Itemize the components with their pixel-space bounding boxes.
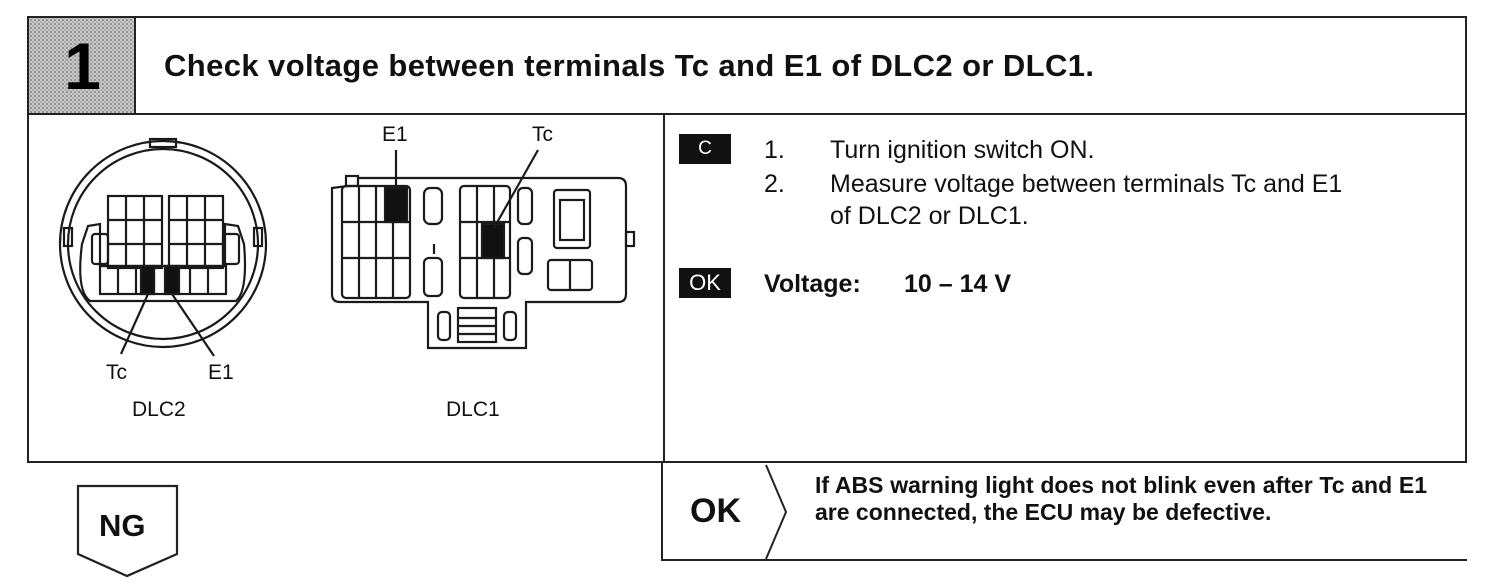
step-1-number: 1. — [764, 136, 785, 164]
step-1-text: Turn ignition switch ON. — [830, 136, 1095, 164]
result-box-bottom-border — [661, 559, 1467, 561]
dlc2-tc-label: Tc — [106, 361, 127, 384]
chevron-divider-icon — [765, 464, 788, 560]
dlc2-e1-label: E1 — [208, 361, 234, 384]
column-divider — [663, 114, 665, 463]
step-2-text-continued: of DLC2 or DLC1. — [830, 202, 1029, 230]
dlc1-name-label: DLC1 — [446, 398, 500, 421]
dlc2-tc-terminal — [139, 264, 156, 296]
dlc1-tc-label: Tc — [532, 123, 553, 146]
ng-arrow-icon — [76, 484, 179, 578]
step-header: 1 Check voltage between terminals Tc and… — [27, 16, 1467, 115]
step-number: 1 — [64, 29, 101, 103]
spec-label: Voltage: — [764, 270, 861, 298]
step-2-number: 2. — [764, 170, 785, 198]
step-2-text: Measure voltage between terminals Tc and… — [830, 170, 1343, 198]
check-badge: C — [679, 134, 731, 164]
result-box-left-border — [661, 463, 663, 561]
dlc1-e1-label: E1 — [382, 123, 408, 146]
ok-result-note: If ABS warning light does not blink even… — [815, 472, 1427, 525]
ok-badge: OK — [679, 268, 731, 298]
step-body — [27, 114, 1467, 463]
dlc1-connector-drawing — [330, 174, 636, 350]
dlc1-e1-terminal — [383, 186, 409, 224]
step-number-box: 1 — [29, 18, 136, 113]
dlc1-tc-terminal — [480, 222, 506, 260]
step-title: Check voltage between terminals Tc and E… — [164, 48, 1095, 83]
dlc2-name-label: DLC2 — [132, 398, 186, 421]
dlc2-e1-terminal — [163, 264, 181, 296]
spec-value: 10 – 14 V — [904, 270, 1012, 298]
ok-result-label: OK — [690, 492, 741, 530]
ng-result-label: NG — [99, 508, 146, 543]
connector-diagram — [58, 137, 636, 357]
dlc2-connector-drawing — [58, 137, 268, 349]
